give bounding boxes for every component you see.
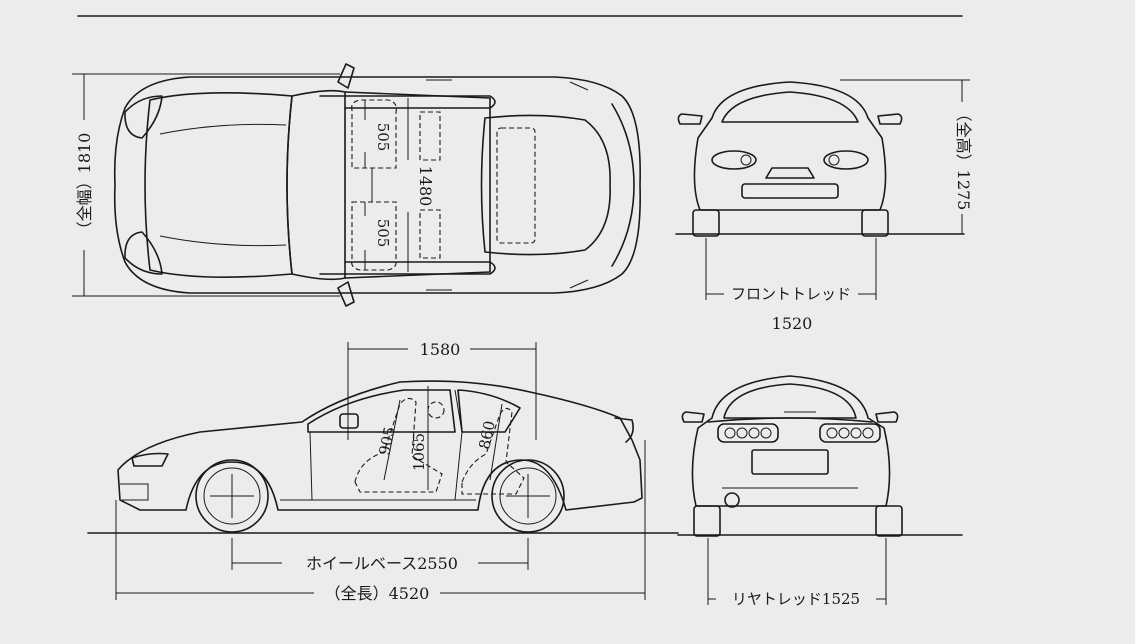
hood-line-lower [159, 235, 287, 247]
driver-seat-dashed [354, 397, 443, 493]
wheelbase-label: ホイールベース2550 [306, 554, 458, 573]
rear-cargo-dashed [496, 127, 536, 244]
headroom-rear-label: 860 [475, 419, 499, 451]
roof [344, 91, 491, 279]
headroom-front-label: 905 [375, 425, 399, 457]
rear-tread-label: リヤトレッド1525 [732, 590, 860, 608]
steering-wheel-dashed [427, 401, 445, 419]
front-body [693, 81, 887, 211]
seat-front-label: 505 [374, 123, 392, 152]
detail-top-2 [569, 81, 589, 91]
license-plate [751, 449, 829, 475]
headroom-rear-line [489, 403, 503, 481]
headroom-front-line [383, 399, 401, 481]
rear-body [691, 375, 891, 507]
front-tire-right [861, 209, 889, 237]
side-window-rear [457, 389, 521, 433]
rear-wheel-rim [499, 467, 557, 525]
front-bumper-side [120, 483, 149, 501]
front-mirror-left [677, 113, 703, 125]
front-headlight-right [823, 150, 869, 170]
detail-bottom-2 [569, 279, 589, 289]
front-wheel-rim [203, 467, 261, 525]
side-window-top [319, 95, 496, 109]
overall-width-label: （全幅）1810 [75, 133, 94, 238]
rear-spoiler [707, 417, 873, 423]
taillight-right-4 [862, 427, 874, 439]
mirror-top [337, 63, 355, 89]
side-window-front [307, 389, 456, 433]
windshield [286, 89, 346, 281]
rear-spoiler-side [614, 417, 634, 443]
rear-seat-top [419, 111, 441, 161]
front-headlight-left [711, 150, 757, 170]
side-body [117, 380, 643, 511]
front-headlight-left-lamp [740, 154, 752, 166]
rear-mirror-left [681, 411, 705, 423]
interior-width-label: 1480 [416, 166, 435, 207]
side-view: 1580 905 1065 860 [87, 340, 679, 603]
rear-view: リヤトレッド1525 [677, 375, 963, 608]
front-headlight-right-lamp [828, 154, 840, 166]
hood [144, 92, 293, 278]
front-intake [741, 183, 839, 199]
taillight-right-1 [826, 427, 838, 439]
front-mirror-right [877, 113, 903, 125]
rear-hatch [480, 114, 611, 256]
interior-length-label: 1580 [420, 340, 461, 359]
side-headlight [131, 452, 169, 467]
front-wheel [195, 459, 269, 533]
b-pillar [454, 389, 463, 433]
exhaust-pipe [724, 492, 740, 508]
headlight-top-left [124, 95, 163, 139]
overall-length-label: （全長）4520 [325, 584, 430, 603]
side-window-bottom [319, 261, 496, 275]
front-seat-bottom [351, 201, 397, 271]
taillight-right-2 [838, 427, 850, 439]
taillight-left-1 [724, 427, 736, 439]
rear-tire-right [875, 505, 903, 537]
front-seat-top [351, 99, 397, 169]
rear-spoiler-top [611, 103, 635, 267]
rear-window [723, 383, 857, 419]
hood-line-upper [159, 123, 287, 135]
headroom-mid-label: 1065 [410, 433, 428, 471]
taillight-left-3 [748, 427, 760, 439]
rear-tire-left [693, 505, 721, 537]
rear-seat-bottom [419, 209, 441, 259]
taillight-right [819, 423, 881, 443]
rear-seat-dashed [461, 407, 525, 495]
taillight-left-4 [760, 427, 772, 439]
side-mirror [339, 413, 359, 429]
front-grille [765, 167, 815, 179]
taillight-left-2 [736, 427, 748, 439]
front-view: （全高）1275 フロントトレッド 1520 [675, 79, 973, 333]
front-tire-left [692, 209, 720, 237]
taillight-left [717, 423, 779, 443]
body-outline-top [113, 76, 641, 294]
mirror-bottom [337, 281, 355, 307]
front-tread-label: フロントトレッド [731, 285, 851, 303]
front-windshield [721, 91, 859, 123]
taillight-right-3 [850, 427, 862, 439]
seat-rear-label: 505 [374, 219, 392, 248]
overall-height-label: （全高）1275 [954, 106, 973, 211]
rear-wheel [491, 459, 565, 533]
top-view: （全幅）1810 505 [72, 63, 641, 307]
headlight-top-right [124, 231, 163, 275]
rear-mirror-right [875, 411, 899, 423]
front-tread-value: 1520 [772, 314, 813, 333]
